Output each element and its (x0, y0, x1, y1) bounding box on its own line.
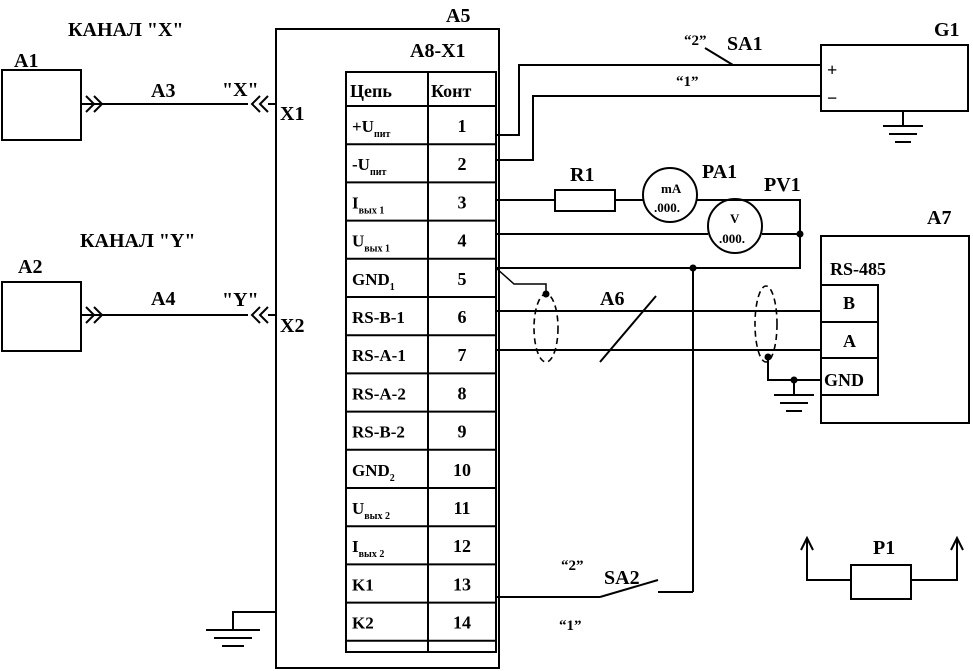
rs485-gnd-label: GND (824, 370, 864, 390)
switch-sa2-label: SA2 (604, 567, 640, 589)
terminal-circuit-name: RS-A-1 (352, 346, 406, 365)
switch-sa1-pos2: “2” (684, 33, 707, 49)
g1-plus-label: + (827, 60, 837, 80)
terminal-circuit-name: Uвых 2 (352, 499, 390, 522)
terminal-contact-number: 4 (458, 231, 467, 251)
terminal-circuit-name: +Uпит (352, 117, 390, 140)
resistor-p1-icon (800, 535, 964, 600)
cable-a6-shield-right (754, 285, 778, 363)
voltmeter-pv1-label: PV1 (764, 174, 801, 196)
cable-a3-label: A3 (151, 80, 175, 102)
resistor-r1-label: R1 (570, 164, 594, 186)
ammeter-pa1-unit: mA (661, 181, 682, 196)
switch-sa2-pos2: “2” (561, 558, 584, 574)
switch-sa2[interactable] (599, 579, 693, 598)
socket-y-icon (250, 306, 276, 324)
terminal-contact-number: 9 (458, 422, 467, 442)
block-a5-label: A5 (446, 5, 470, 27)
terminal-contact-number: 3 (458, 192, 467, 212)
terminal-circuit-name: RS-B-1 (352, 308, 405, 327)
block-a7-label: A7 (927, 207, 951, 229)
terminal-circuit-name: RS-B-2 (352, 423, 405, 442)
terminal-contact-number: 11 (453, 498, 470, 518)
rs485-title: RS-485 (830, 259, 886, 279)
ground-g1-icon (883, 111, 923, 143)
ground-a7-icon (774, 380, 814, 412)
block-a1 (1, 69, 82, 141)
ammeter-pa1 (642, 167, 698, 223)
channel-y-title: КАНАЛ "Y" (80, 230, 196, 252)
wire-power-plus (496, 64, 733, 136)
voltmeter-pv1-unit: V (730, 211, 740, 226)
resistor-r1 (554, 189, 616, 212)
terminal-contact-number: 6 (458, 307, 467, 327)
plug-y-label: "Y" (222, 289, 259, 311)
terminal-contact-number: 13 (453, 574, 471, 594)
ground-a5-icon (206, 611, 276, 647)
terminal-circuit-name: Iвых 2 (352, 537, 384, 560)
terminal-table (345, 71, 497, 653)
terminal-header-circuit: Цепь (350, 81, 392, 101)
block-a2 (1, 281, 82, 352)
wire-power-minus (496, 95, 821, 161)
wire-gnd1 (496, 267, 694, 592)
plug-a2-icon (81, 306, 110, 324)
block-p1-label: P1 (873, 537, 895, 559)
switch-sa2-pos1: “1” (559, 618, 582, 634)
plug-x-label: "X" (222, 79, 259, 101)
voltmeter-pv1-reading: .000. (719, 231, 745, 246)
terminal-contact-number: 12 (453, 536, 471, 556)
switch-sa1-label: SA1 (727, 33, 763, 55)
block-a1-label: A1 (14, 50, 38, 72)
plug-a1-icon (81, 95, 110, 113)
cable-a4-label: A4 (151, 288, 175, 310)
terminal-contact-number: 10 (453, 460, 471, 480)
terminal-circuit-name: GND2 (352, 461, 395, 484)
socket-x-icon (250, 95, 276, 113)
channel-x-title: КАНАЛ "X" (68, 19, 184, 41)
cable-a6-label: A6 (600, 288, 624, 310)
connector-x2-label: X2 (280, 315, 304, 337)
g1-minus-label: − (827, 88, 837, 108)
terminal-contact-number: 1 (458, 116, 467, 136)
terminal-circuit-name: RS-A-2 (352, 384, 406, 403)
ammeter-pa1-label: PA1 (702, 161, 737, 183)
connector-x1-label: X1 (280, 103, 304, 125)
switch-sa1-pos1: “1” (676, 74, 699, 90)
rs485-a-label: A (843, 331, 856, 351)
block-g1 (820, 44, 969, 112)
block-a2-label: A2 (18, 256, 42, 278)
terminal-contact-number: 5 (458, 269, 467, 289)
voltmeter-pv1 (707, 198, 763, 254)
terminal-contact-number: 7 (458, 345, 467, 365)
terminal-circuit-name: K1 (352, 575, 374, 594)
ammeter-pa1-reading: .000. (654, 200, 680, 215)
cable-a6-shield-left (495, 267, 547, 294)
terminal-contact-number: 14 (453, 613, 471, 633)
cable-a6-mark (599, 295, 657, 363)
rs485-terminal-block (820, 284, 879, 396)
terminal-contact-number: 2 (458, 154, 467, 174)
terminal-header-contact: Конт (431, 81, 472, 101)
switch-sa1[interactable] (704, 47, 821, 66)
terminal-circuit-name: GND1 (352, 270, 395, 293)
rs485-b-label: B (843, 293, 855, 313)
terminal-circuit-name: K2 (352, 614, 374, 633)
block-g1-label: G1 (934, 19, 960, 41)
block-a5 (275, 28, 500, 669)
terminal-circuit-name: Uвых 1 (352, 232, 390, 255)
terminal-circuit-name: Iвых 1 (352, 193, 384, 216)
terminal-table-title: A8-X1 (410, 40, 466, 62)
terminal-contact-number: 8 (458, 383, 467, 403)
terminal-circuit-name: -Uпит (352, 155, 386, 178)
